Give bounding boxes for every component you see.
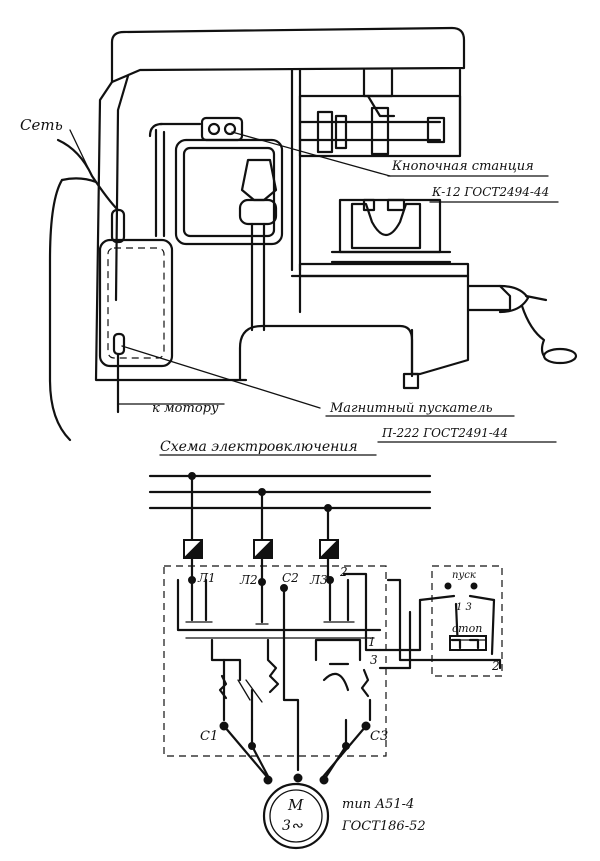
label-to-motor: к мотору xyxy=(152,401,219,416)
terminal-3: 3 xyxy=(370,653,378,667)
button-start-contacts: 1 3 xyxy=(456,602,472,613)
scheme-title: Схема электровключения xyxy=(160,439,358,455)
terminal-c2: С2 xyxy=(282,571,299,585)
button-start-label: пуск xyxy=(452,570,476,581)
label-magnetic-starter-spec: П-222 ГОСТ2491-44 xyxy=(381,426,508,440)
label-network: Сеть xyxy=(20,116,63,134)
motor-spec: ГОСТ186-52 xyxy=(341,819,426,834)
terminal-1: 1 xyxy=(368,635,376,649)
terminal-l1: Л1 xyxy=(197,571,216,585)
label-button-station-spec: К-12 ГОСТ2494-44 xyxy=(431,185,549,199)
label-button-station: Кнопочная станция xyxy=(391,159,534,174)
button-stop-label: стоп xyxy=(452,622,482,635)
stator-terminal-c1: С1 xyxy=(200,729,218,744)
terminal-2-bottom: 2 xyxy=(491,659,500,673)
motor-phase: 3∾ xyxy=(282,818,303,834)
terminal-2-top: 2 xyxy=(339,565,348,579)
label-magnetic-starter: Магнитный пускатель xyxy=(329,401,493,416)
terminal-l2: Л2 xyxy=(239,573,258,587)
terminal-l3: Л3 xyxy=(309,573,328,587)
milling-machine-illustration xyxy=(48,26,578,442)
wiring-schematic xyxy=(148,472,503,850)
motor-symbol: М xyxy=(287,796,304,814)
leader-lines xyxy=(69,129,391,409)
stator-terminal-c3: С3 xyxy=(370,729,388,744)
motor-type: тип А51-4 xyxy=(342,797,414,812)
